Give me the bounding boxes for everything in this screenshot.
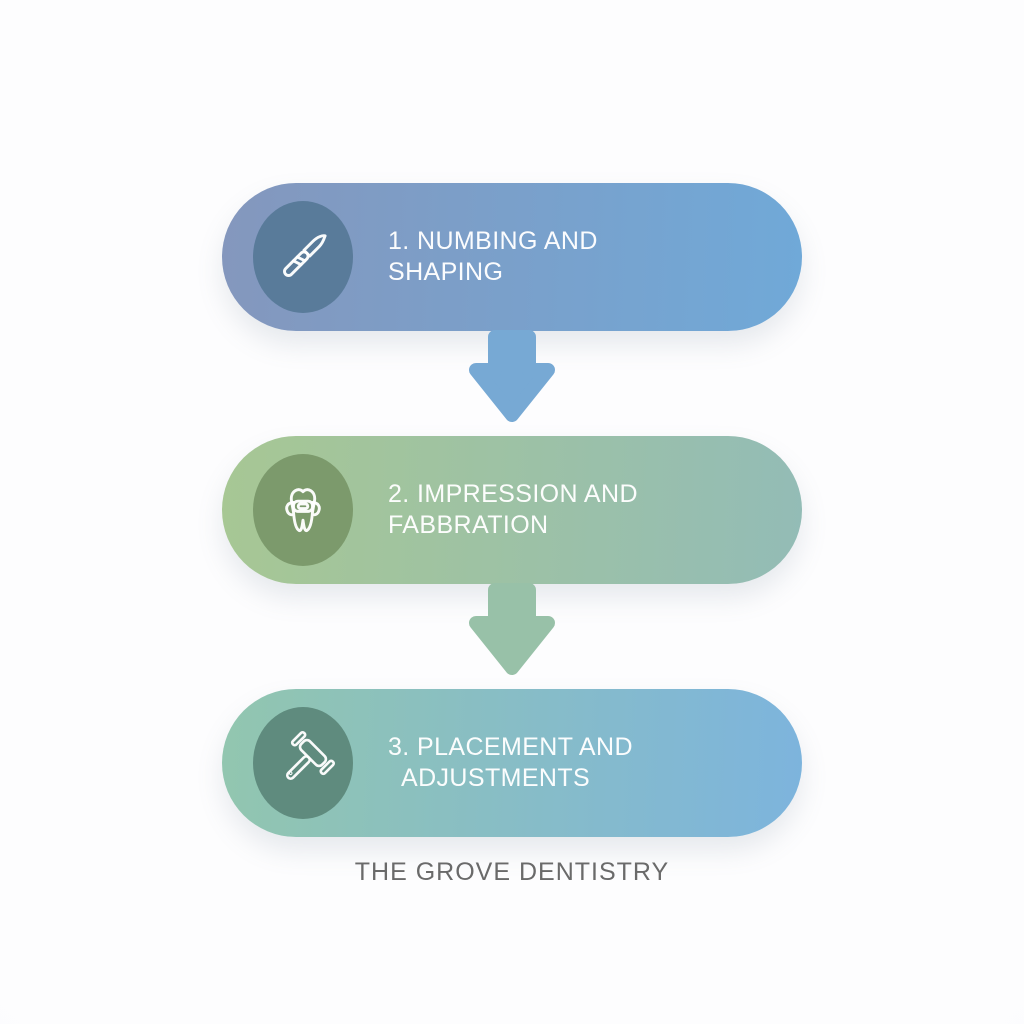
step-3-label-line2: ADJUSTMENTS — [401, 764, 591, 792]
step-pill-2: 2. IMPRESSION AND FABBRATION — [222, 436, 802, 584]
step-1-label-line1: 1. NUMBING AND — [388, 227, 598, 255]
down-arrow-2-icon — [465, 583, 559, 679]
step-3-label: 3. PLACEMENT AND ADJUSTMENTS — [388, 732, 633, 794]
tooth-band-icon — [285, 488, 321, 533]
step-pill-3: 3. PLACEMENT AND ADJUSTMENTS — [222, 689, 802, 837]
step-1-label: 1. NUMBING AND SHAPING — [388, 226, 598, 288]
dental-mallet-icon — [285, 730, 336, 781]
brand-footer-text: THE GROVE DENTISTRY — [354, 858, 670, 886]
step-3-label-line1: 3. PLACEMENT AND — [388, 733, 633, 761]
scalpel-icon — [283, 234, 327, 277]
step-2-label-line1: 2. IMPRESSION AND — [388, 480, 638, 508]
step-1-label-line2: SHAPING — [388, 258, 504, 286]
step-2-label-line2: FABBRATION — [388, 511, 549, 539]
step-2-label: 2. IMPRESSION AND FABBRATION — [388, 479, 638, 541]
down-arrow-1-icon — [465, 330, 559, 426]
step-1-icon-badge — [253, 201, 353, 313]
step-pill-1: 1. NUMBING AND SHAPING — [222, 183, 802, 331]
step-2-icon-badge — [253, 454, 353, 566]
step-3-icon-badge — [253, 707, 353, 819]
